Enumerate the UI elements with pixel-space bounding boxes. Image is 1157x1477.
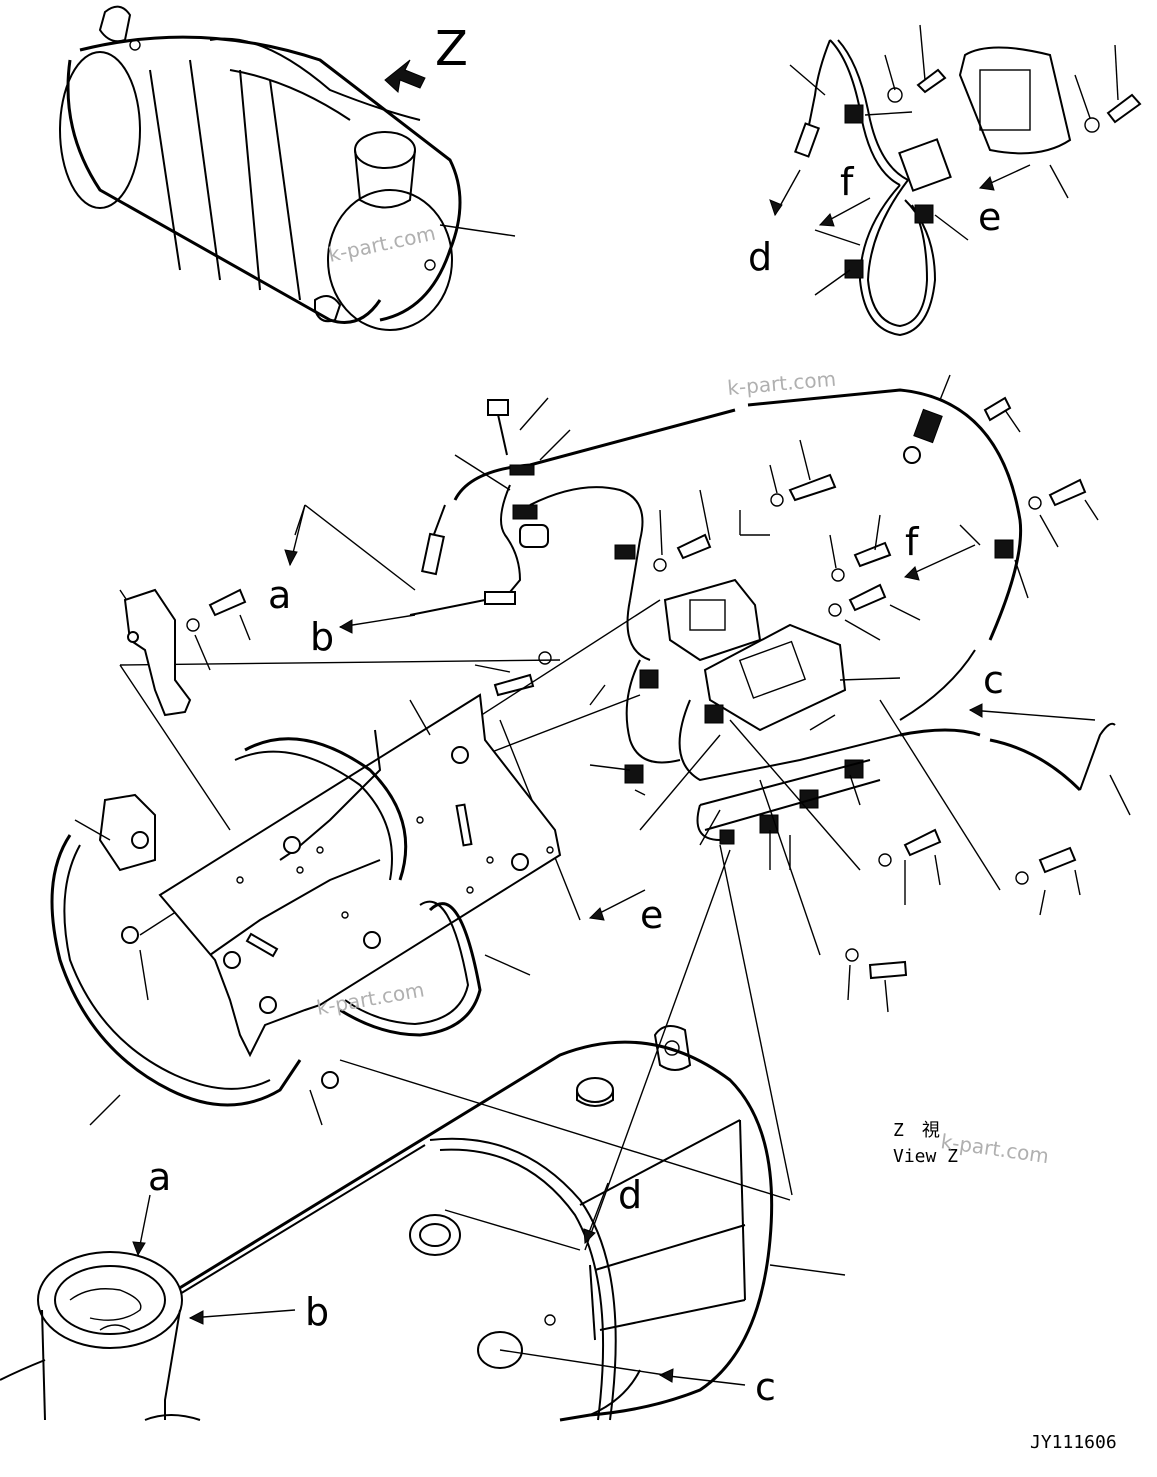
label-c-bottom: c	[755, 1365, 776, 1409]
wiring-harness	[409, 388, 1116, 845]
bolts-and-washers	[119, 374, 1131, 1251]
view-z-detail	[769, 24, 1142, 337]
view-title-cn: Z 視	[893, 1120, 940, 1141]
dpf-canister	[0, 1025, 846, 1422]
drawing-code: JY111606	[1030, 1432, 1117, 1453]
label-d-top: d	[748, 235, 772, 279]
label-a-bottom: a	[148, 1155, 171, 1199]
view-z-marker: Z	[435, 21, 468, 77]
view-title-en: View Z	[893, 1146, 958, 1167]
label-a-mid: a	[268, 573, 291, 617]
dpf-overview-assembly	[59, 5, 516, 331]
mounting-bracket-and-straps	[50, 588, 562, 1126]
label-e-mid: e	[640, 893, 663, 937]
label-f-top: f	[840, 160, 855, 204]
watermark-2: k-part.com	[726, 367, 837, 400]
label-e-top: e	[978, 195, 1001, 239]
watermark-1: k-part.com	[326, 221, 438, 267]
label-f-mid: f	[905, 520, 920, 564]
label-b-bottom: b	[305, 1290, 329, 1334]
label-d-bottom: d	[618, 1173, 642, 1217]
label-b-mid: b	[310, 615, 334, 659]
label-c-mid: c	[983, 658, 1004, 702]
